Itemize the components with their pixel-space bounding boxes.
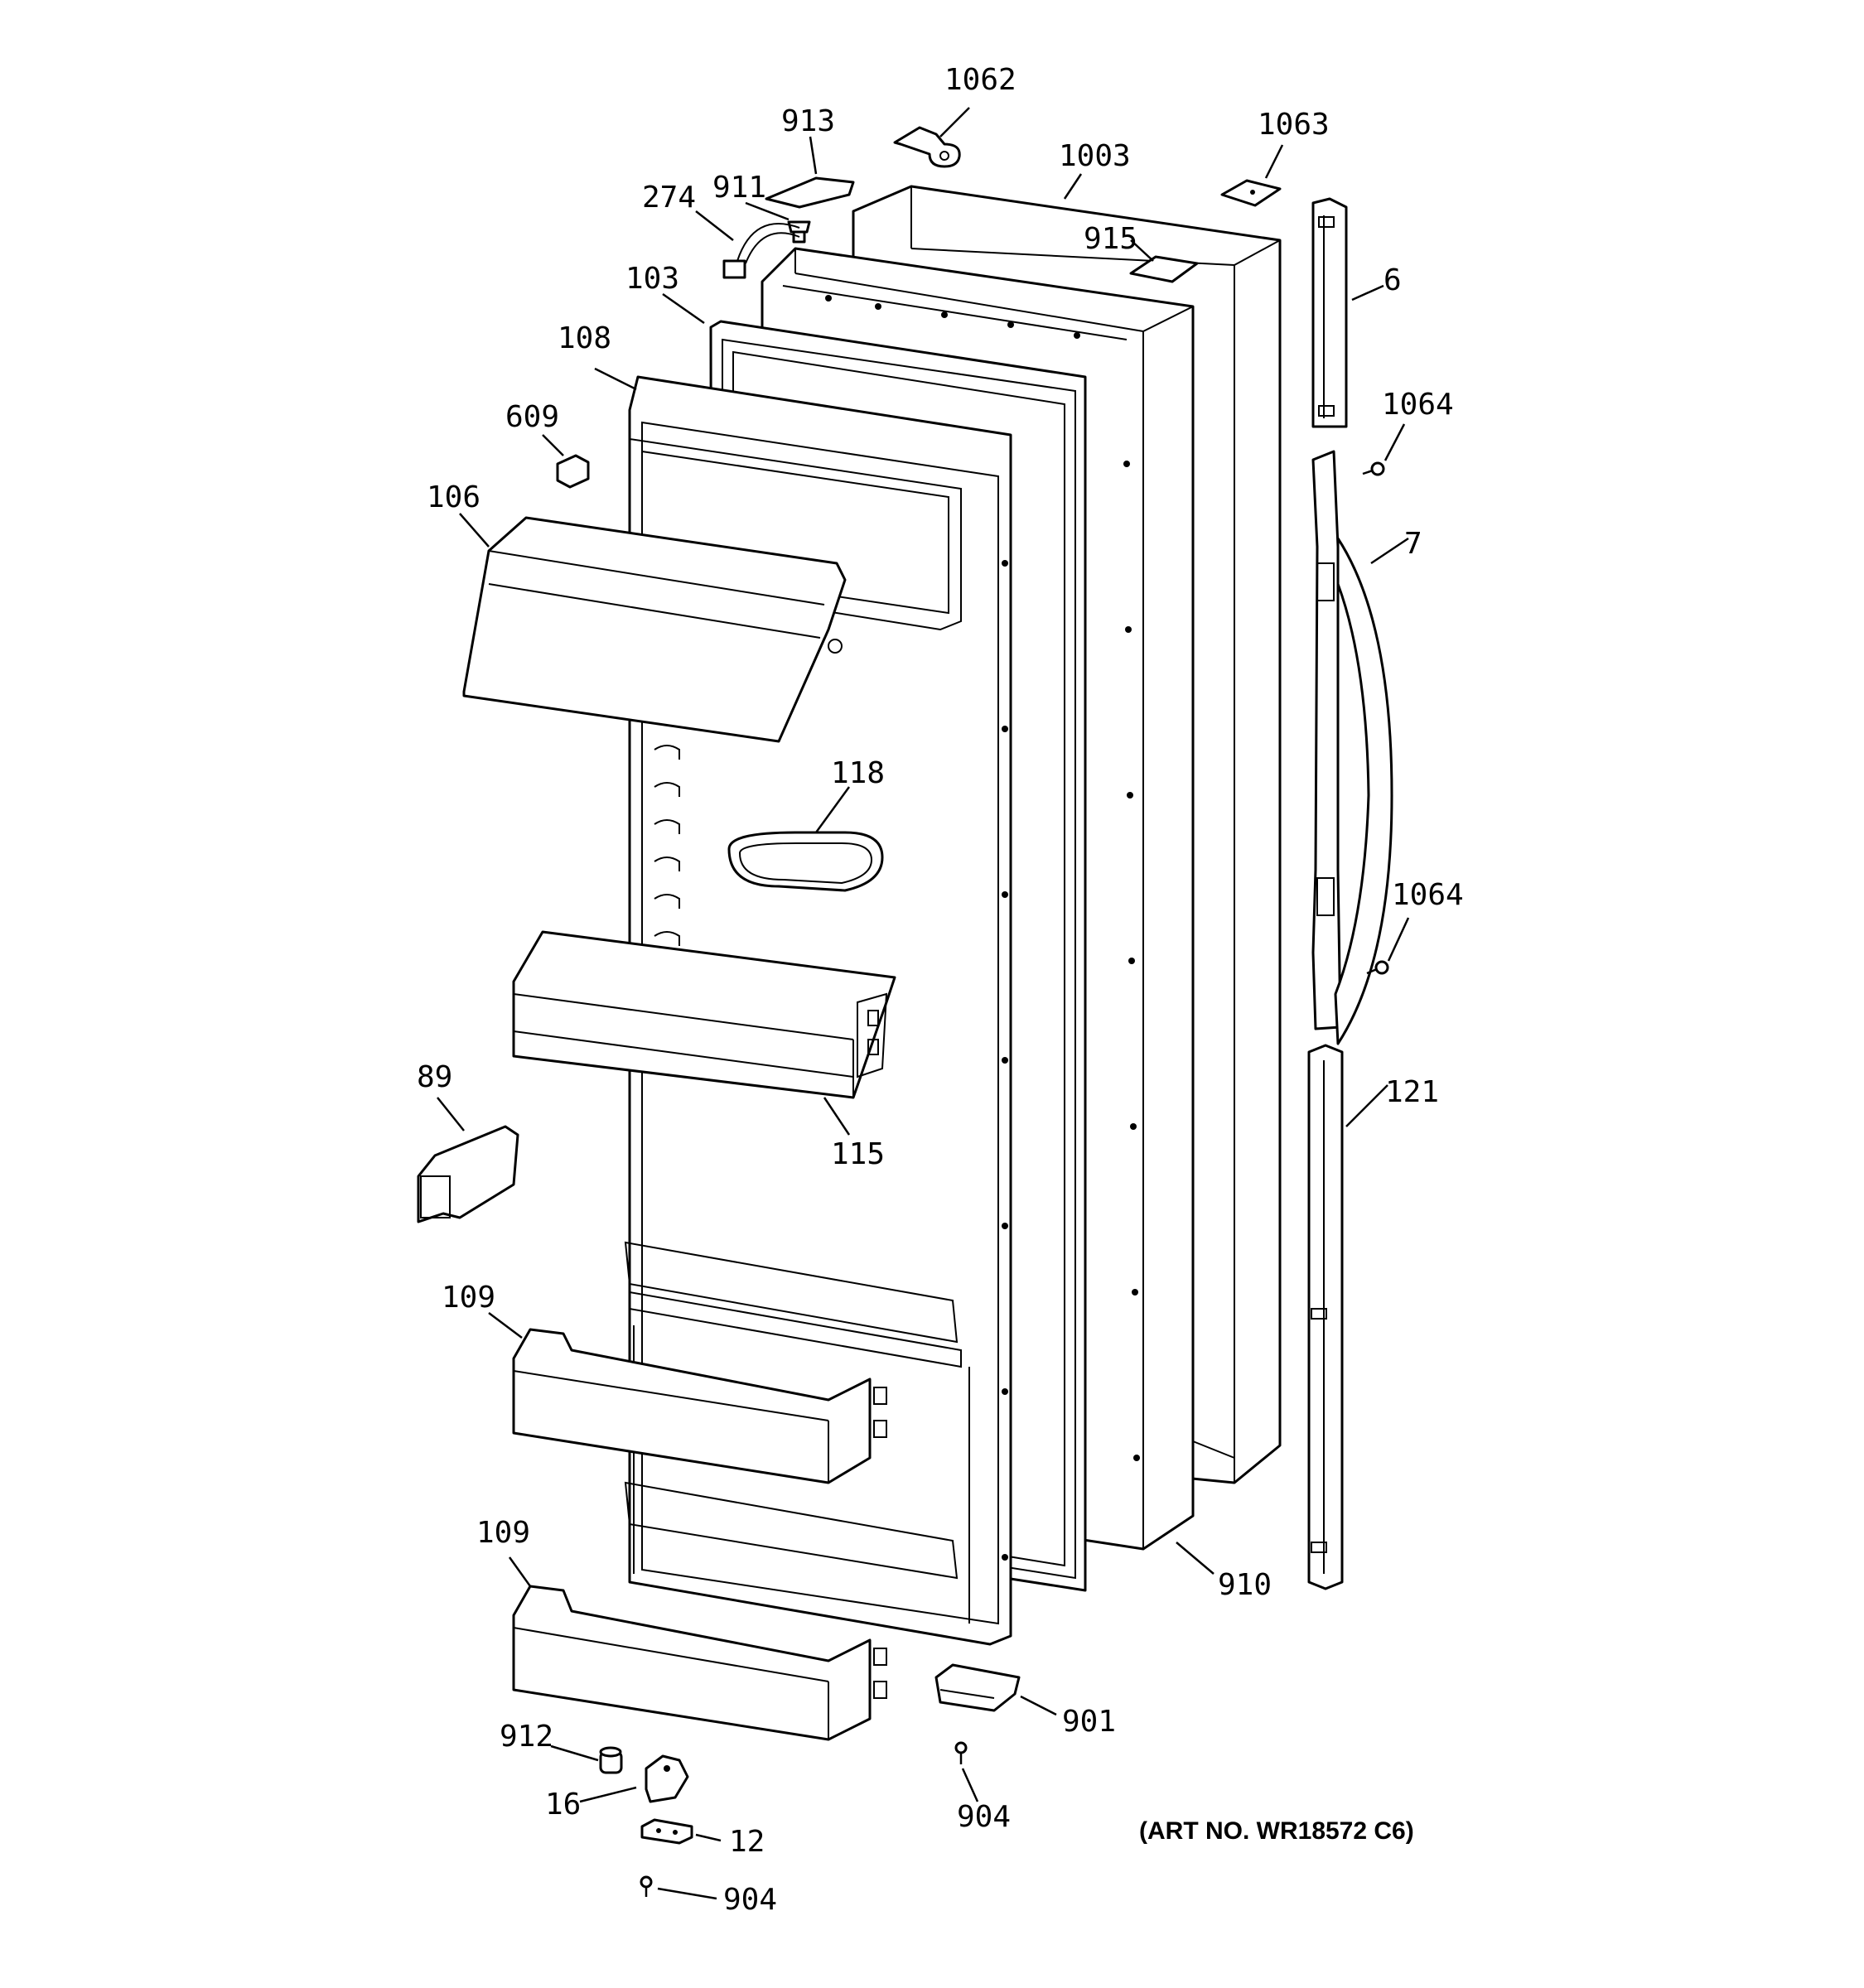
screw-904-right: [954, 1741, 968, 1764]
callout-913: 913: [781, 104, 835, 138]
callout-1063: 1063: [1258, 108, 1330, 142]
wire-harness-274: [722, 223, 800, 279]
door-handle-7: [1311, 450, 1393, 1045]
art-number: (ART NO. WR18572 C6): [1139, 1817, 1414, 1845]
callout-904-right: 904: [957, 1800, 1011, 1834]
callout-912: 912: [500, 1720, 553, 1754]
screw-1064-top: [1362, 461, 1385, 476]
callout-12: 12: [729, 1825, 765, 1859]
screw-904-bottom: [640, 1875, 653, 1897]
panel-screw-holes: [825, 295, 1140, 1461]
callout-915: 915: [1084, 222, 1137, 256]
callout-106: 106: [427, 480, 480, 514]
callout-911: 911: [712, 171, 766, 205]
hinge-16: [645, 1754, 689, 1803]
screw-1064-bottom: [1366, 960, 1389, 975]
hinge-cover-901: [934, 1663, 1021, 1712]
callout-89: 89: [417, 1060, 452, 1094]
leader-lines: [437, 107, 1410, 1900]
callout-1064-bottom: 1064: [1392, 878, 1464, 912]
callout-labels: 1062 913 1063 1003 911 274 915 6 103 108…: [417, 63, 1464, 1917]
trim-strip-121: [1307, 1044, 1344, 1590]
switch-609: [556, 454, 590, 489]
door-bin-lower: [512, 1585, 887, 1741]
callout-108: 108: [558, 321, 611, 355]
liner-shelf-supports: [654, 745, 680, 946]
callout-118: 118: [831, 756, 885, 790]
trim-strip-6: [1311, 197, 1348, 428]
cover-913: [765, 176, 855, 209]
callout-109-upper: 109: [442, 1281, 495, 1315]
callout-6: 6: [1384, 263, 1402, 297]
egg-tray: [727, 831, 884, 892]
bumper-1063: [1220, 179, 1282, 207]
callout-103: 103: [625, 262, 679, 296]
callout-16: 16: [545, 1788, 581, 1822]
dairy-compartment-cover: [462, 516, 847, 743]
callout-7: 7: [1404, 527, 1422, 561]
callout-115: 115: [831, 1137, 885, 1171]
door-shelf-bin: [512, 930, 896, 1099]
bracket-1062: [893, 126, 961, 168]
door-bin-upper: [512, 1328, 887, 1484]
light-cover-89: [417, 1125, 519, 1223]
liner-edge-rivets: [1002, 560, 1008, 1561]
pad-915: [1129, 255, 1199, 283]
callout-109-lower: 109: [476, 1516, 530, 1550]
callout-1062: 1062: [944, 63, 1017, 97]
callout-1003: 1003: [1059, 139, 1131, 173]
callout-910: 910: [1218, 1568, 1272, 1602]
hinge-plate-12: [640, 1818, 693, 1845]
callout-121: 121: [1385, 1075, 1439, 1109]
bushing-912: [599, 1746, 623, 1774]
callout-274: 274: [642, 181, 696, 215]
callout-1064-top: 1064: [1382, 388, 1454, 422]
callout-901: 901: [1062, 1705, 1116, 1739]
callout-904-bottom: 904: [723, 1883, 777, 1917]
callout-609: 609: [505, 400, 559, 434]
